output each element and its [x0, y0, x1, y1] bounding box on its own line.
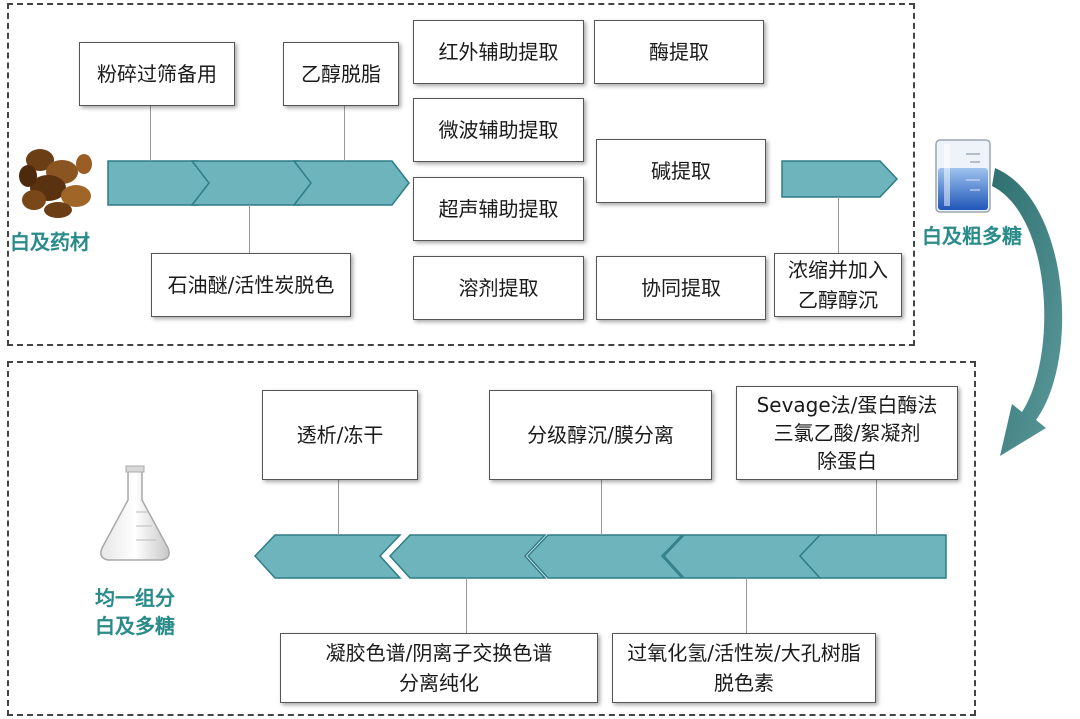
crude-product-label: 白及粗多糖 [922, 224, 1022, 248]
connector-crush [150, 106, 151, 161]
bottom-arrow-4 [662, 534, 822, 579]
bottom-arrow-chain [253, 534, 947, 579]
connector-chromatography [466, 578, 467, 633]
bottom-arrow-3 [526, 534, 684, 579]
flask-icon [100, 465, 170, 561]
step-dialysis: 透析/冻干 [262, 390, 418, 480]
step-degrease: 乙醇脱脂 [283, 42, 399, 106]
bottom-arrow-2 [388, 534, 547, 579]
curved-transfer-arrow [992, 168, 1063, 456]
extraction-method-ultrasonic: 超声辅助提取 [413, 177, 584, 241]
bottom-arrow-5 [798, 534, 947, 579]
top-arrow-3 [292, 160, 410, 206]
beaker-icon [935, 139, 991, 213]
step-chromatography: 凝胶色谱/阴离子交换色谱 分离纯化 [280, 633, 598, 703]
purified-product-label-line1: 均一组分 [95, 586, 175, 610]
top-arrow-4 [781, 160, 899, 198]
connector-decolor [249, 205, 250, 253]
purified-product-label-line2: 白及多糖 [95, 614, 175, 638]
top-process-panel [7, 3, 915, 346]
step-concentrate-precipitate: 浓缩并加入 乙醇醇沉 [774, 253, 902, 317]
source-label: 白及药材 [10, 230, 90, 254]
connector-concentrate [838, 197, 839, 253]
step-deproteinize: Sevage法/蛋白酶法 三氯乙酸/絮凝剂 除蛋白 [736, 386, 958, 480]
extraction-method-infrared: 红外辅助提取 [413, 20, 584, 84]
purified-product-label: 均一组分 白及多糖 [80, 584, 190, 640]
extraction-method-synergistic: 协同提取 [596, 256, 766, 320]
extraction-method-enzyme: 酶提取 [594, 20, 764, 84]
step-crush: 粉碎过筛备用 [79, 42, 235, 106]
connector-deproteinize [876, 480, 877, 535]
connector-dialysis [338, 480, 339, 535]
herb-roots-icon [19, 149, 92, 218]
connector-decolorize [746, 578, 747, 633]
step-decolor: 石油醚/活性炭脱色 [151, 253, 351, 317]
extraction-method-solvent: 溶剂提取 [413, 256, 584, 320]
extraction-method-microwave: 微波辅助提取 [413, 98, 584, 162]
bottom-arrow-1 [253, 534, 402, 579]
connector-fractionation [601, 480, 602, 535]
bottom-process-panel [7, 361, 976, 716]
top-arrow-chain [107, 160, 899, 206]
step-decolorize: 过氧化氢/活性炭/大孔树脂 脱色素 [612, 633, 876, 703]
extraction-method-alkali: 碱提取 [596, 139, 766, 203]
connector-degrease [344, 106, 345, 161]
step-fractionation: 分级醇沉/膜分离 [489, 390, 712, 480]
